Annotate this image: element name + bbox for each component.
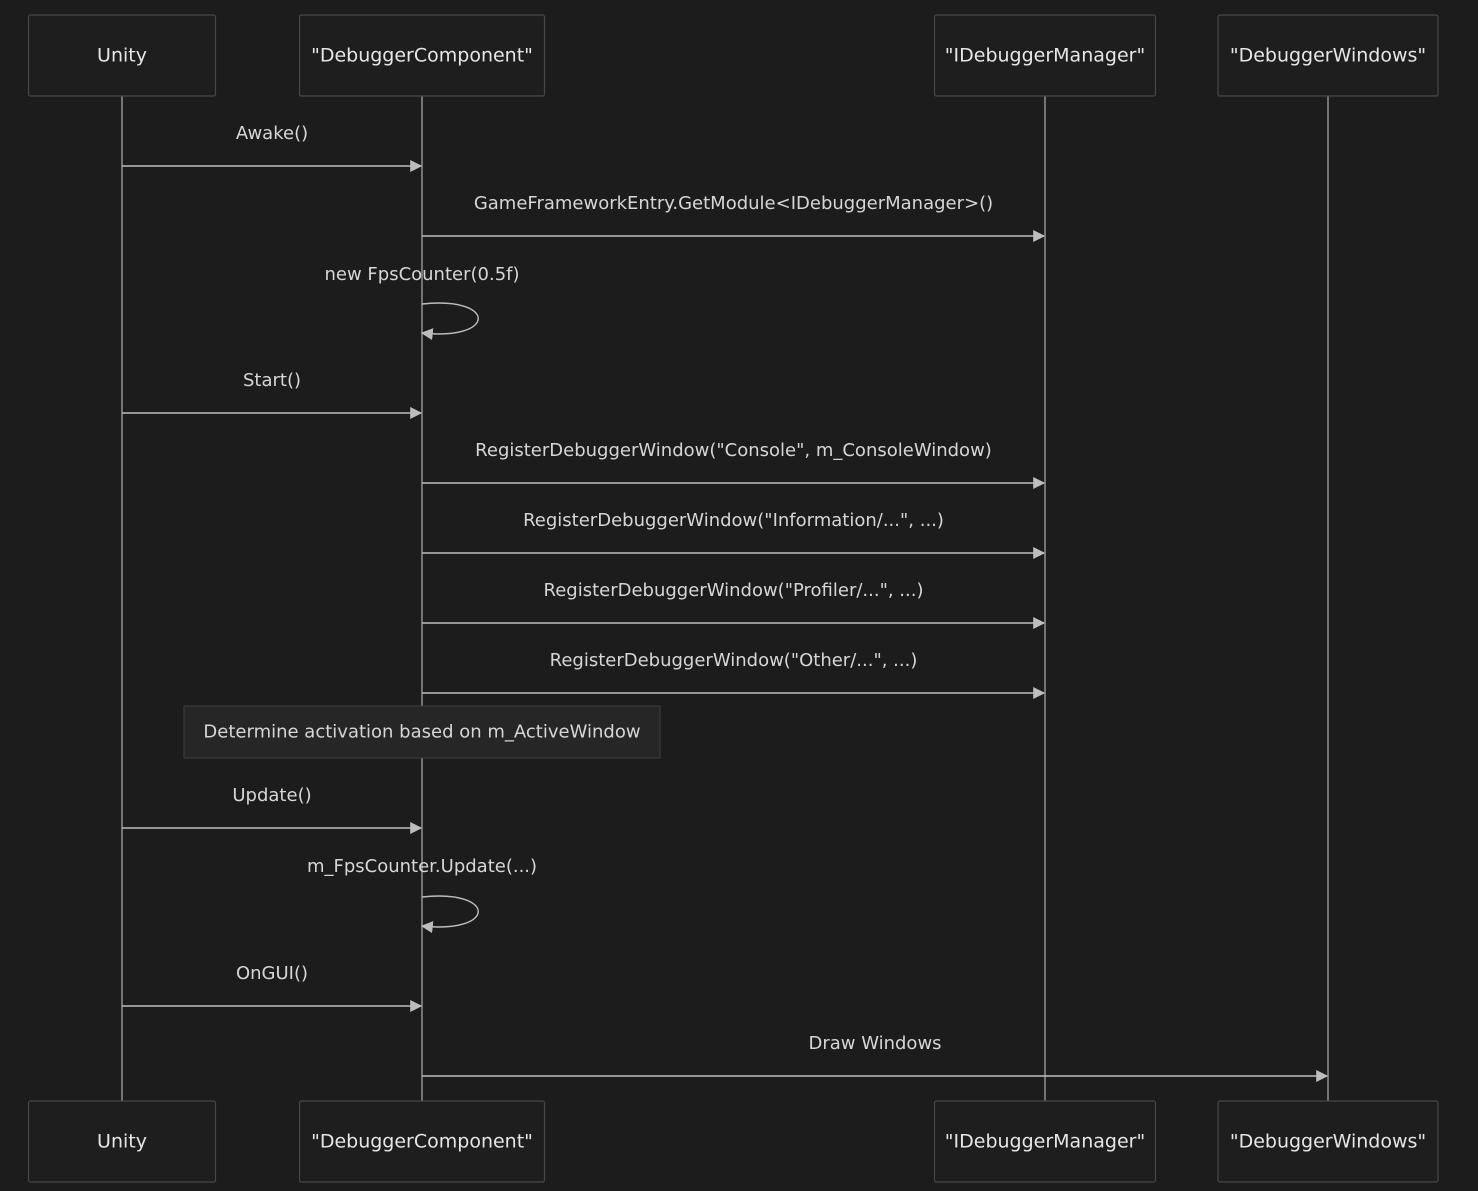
- participant-box-windows-bottom: "DebuggerWindows": [1217, 1100, 1439, 1183]
- message-label: Awake(): [236, 123, 308, 144]
- message-label: RegisterDebuggerWindow("Other/...", ...): [550, 650, 918, 671]
- message-label: Draw Windows: [808, 1033, 941, 1054]
- message-2: GameFrameworkEntry.GetModule<IDebuggerMa…: [422, 193, 1046, 242]
- participant-box-manager-bottom: "IDebuggerManager": [933, 1100, 1157, 1183]
- message-label: RegisterDebuggerWindow("Information/..."…: [523, 510, 944, 531]
- participant-rect: [27, 14, 217, 97]
- participant-label: "DebuggerWindows": [1230, 45, 1426, 67]
- participant-box-manager-top: "IDebuggerManager": [933, 14, 1157, 97]
- participant-rect: [1217, 14, 1439, 97]
- message-6: RegisterDebuggerWindow("Information/..."…: [422, 510, 1046, 559]
- message-4: Start(): [122, 370, 423, 419]
- message-label: Start(): [243, 370, 301, 391]
- message-7: RegisterDebuggerWindow("Profiler/...", .…: [422, 580, 1046, 629]
- message-label: RegisterDebuggerWindow("Profiler/...", .…: [544, 580, 924, 601]
- message-8: RegisterDebuggerWindow("Other/...", ...): [422, 650, 1046, 699]
- participant-box-component-top: "DebuggerComponent": [298, 14, 546, 97]
- message-3: new FpsCounter(0.5f): [324, 264, 520, 341]
- message-12: Draw Windows: [422, 1033, 1329, 1082]
- self-loop-arrow: [420, 895, 479, 934]
- message-11: OnGUI(): [122, 963, 423, 1012]
- participant-rect: [933, 1100, 1157, 1183]
- participant-label: "DebuggerWindows": [1230, 1131, 1426, 1153]
- message-label: new FpsCounter(0.5f): [324, 264, 519, 285]
- participant-rect: [27, 1100, 217, 1183]
- message-label: RegisterDebuggerWindow("Console", m_Cons…: [475, 440, 992, 461]
- self-loop-arrow: [420, 302, 479, 341]
- participant-rect: [298, 1100, 546, 1183]
- participant-box-windows-top: "DebuggerWindows": [1217, 14, 1439, 97]
- participant-label: Unity: [97, 45, 147, 67]
- participant-rect: [933, 14, 1157, 97]
- participant-box-component-bottom: "DebuggerComponent": [298, 1100, 546, 1183]
- message-label: GameFrameworkEntry.GetModule<IDebuggerMa…: [474, 193, 993, 214]
- participant-label: Unity: [97, 1131, 147, 1153]
- participant-box-unity-top: Unity: [27, 14, 217, 97]
- participant-rect: [1217, 1100, 1439, 1183]
- message-label: OnGUI(): [236, 963, 308, 984]
- message-1: Awake(): [122, 123, 423, 172]
- message-label: Update(): [232, 785, 311, 806]
- message-9: Update(): [122, 785, 423, 834]
- participant-label: "IDebuggerManager": [945, 45, 1145, 67]
- participant-box-unity-bottom: Unity: [27, 1100, 217, 1183]
- note-box: [183, 705, 661, 759]
- note: Determine activation based on m_ActiveWi…: [183, 705, 661, 759]
- participant-label: "IDebuggerManager": [945, 1131, 1145, 1153]
- participant-rect: [298, 14, 546, 97]
- message-label: m_FpsCounter.Update(...): [307, 856, 537, 877]
- note-text: Determine activation based on m_ActiveWi…: [203, 722, 640, 743]
- participant-label: "DebuggerComponent": [311, 1131, 533, 1153]
- message-10: m_FpsCounter.Update(...): [307, 856, 537, 934]
- participant-label: "DebuggerComponent": [311, 45, 533, 67]
- message-5: RegisterDebuggerWindow("Console", m_Cons…: [422, 440, 1046, 489]
